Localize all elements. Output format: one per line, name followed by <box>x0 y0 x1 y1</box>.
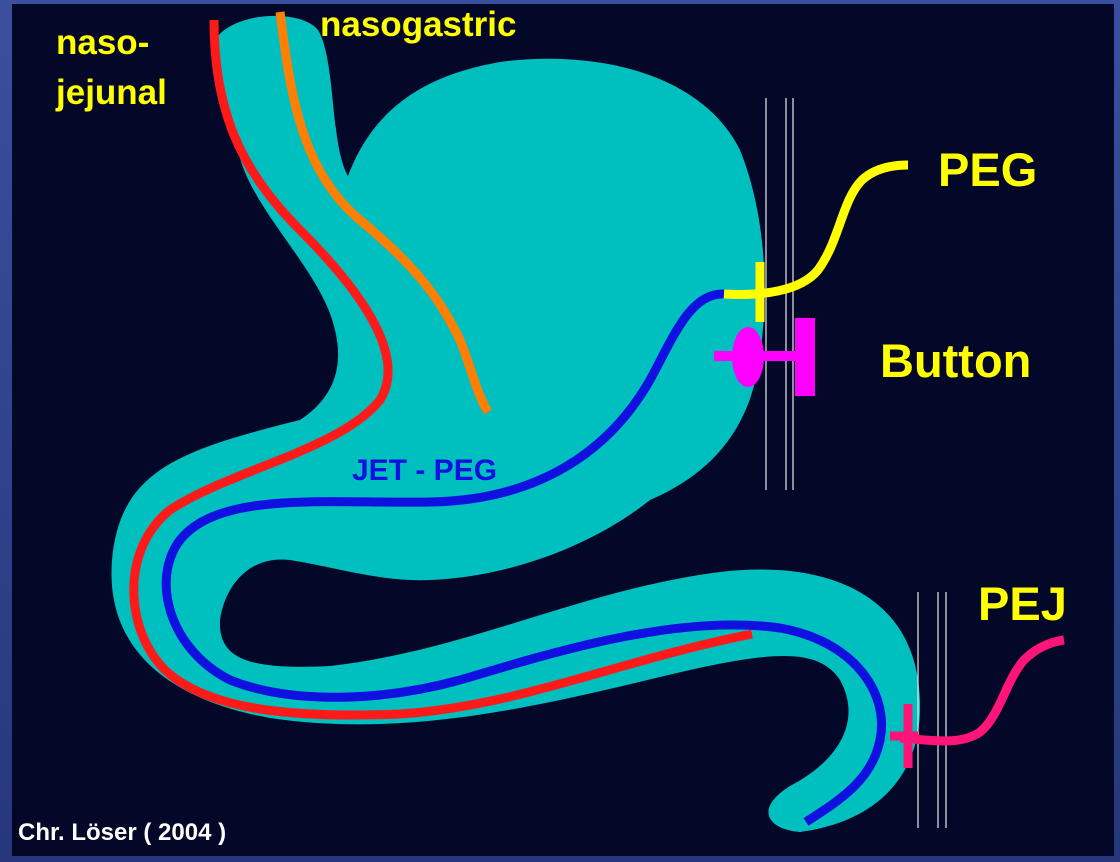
label-jejunal: jejunal <box>55 73 167 112</box>
label-peg: PEG <box>938 143 1037 196</box>
label-naso: naso- <box>56 23 149 62</box>
label-nasogastric: nasogastric <box>320 5 516 44</box>
label-pej: PEJ <box>978 577 1067 630</box>
credit-text: Chr. Löser ( 2004 ) <box>18 819 226 846</box>
label-jet-peg: JET - PEG <box>352 454 497 487</box>
label-button: Button <box>880 334 1031 387</box>
